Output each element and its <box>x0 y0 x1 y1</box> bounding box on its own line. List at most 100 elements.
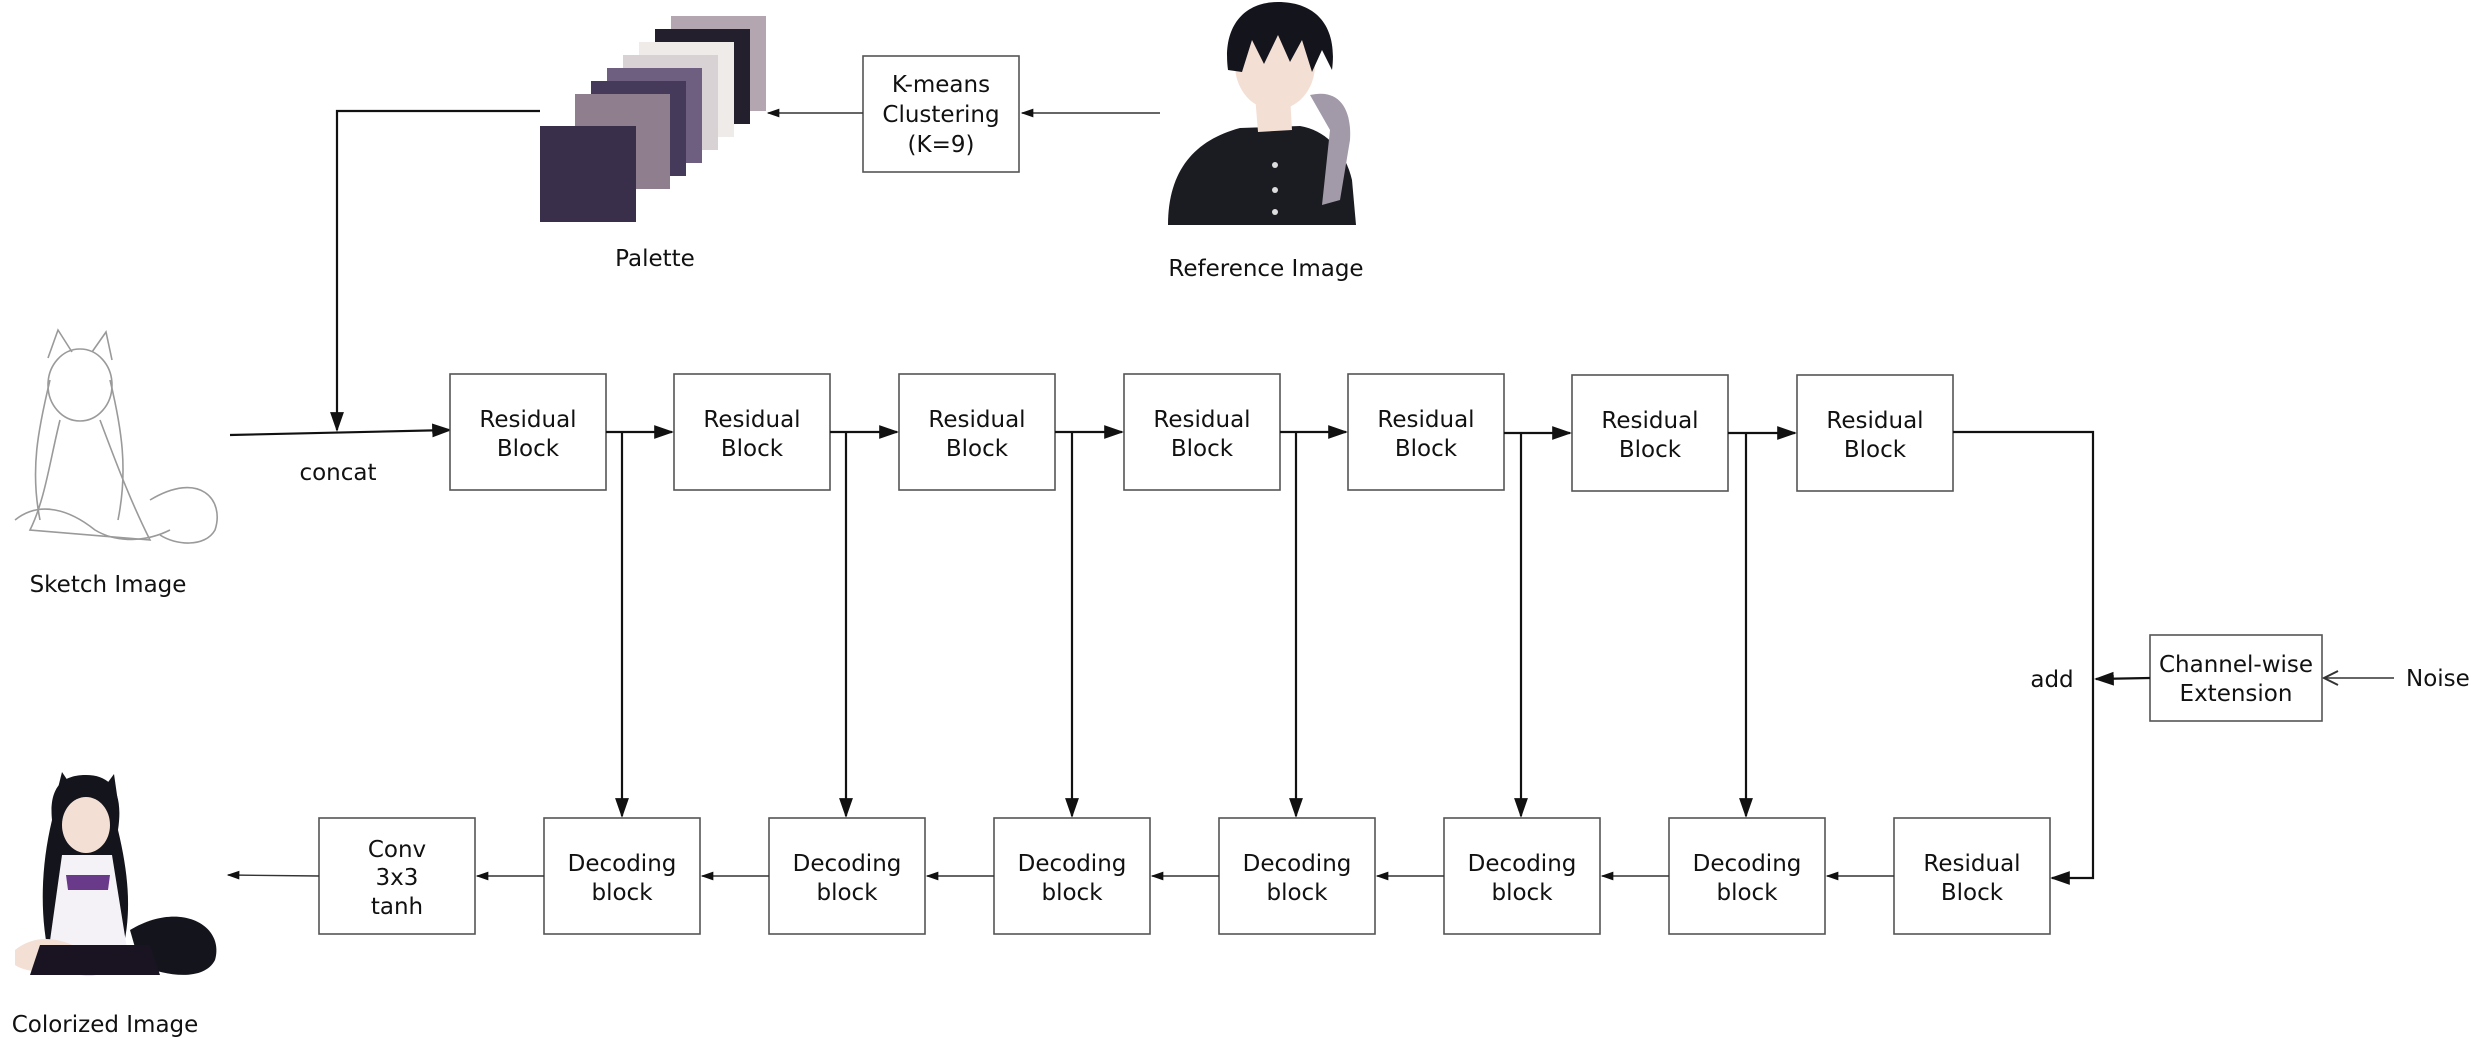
decoder-block-5-line2: block <box>1491 880 1553 906</box>
colorized-face <box>62 797 110 853</box>
decoder-block-6: Decoding block <box>1668 817 1826 935</box>
encoder-block-7-line1: Residual <box>1826 408 1923 434</box>
encoder-block-2-rect <box>673 373 831 491</box>
sketch-head <box>47 348 113 422</box>
decoder-block-4-line2: block <box>1266 880 1328 906</box>
decoder-block-2-rect <box>768 817 926 935</box>
encoder-block-3-rect <box>898 373 1056 491</box>
encoder-block-4-line1: Residual <box>1153 407 1250 433</box>
sketch-hair-left <box>34 379 51 521</box>
arrow-sketch-to-encoder <box>229 423 452 438</box>
colorized-sash <box>66 875 110 890</box>
colorized-skirt <box>30 945 160 975</box>
reference-button <box>1272 209 1278 215</box>
kmeans-line1: K-means <box>892 72 990 98</box>
palette-swatch-1 <box>540 126 636 222</box>
encoder-block-3-line1: Residual <box>928 407 1025 433</box>
decoder-block-4-rect <box>1218 817 1376 935</box>
encoder-block-4-rect <box>1123 373 1281 491</box>
sketch-body <box>28 419 152 541</box>
colorized-image <box>15 772 217 977</box>
encoder-block-5: Residual Block <box>1347 373 1505 491</box>
conv-line2: 3x3 <box>376 865 419 891</box>
sketch-hair-right <box>109 379 124 521</box>
encoder-block-1-line1: Residual <box>479 407 576 433</box>
encoder-block-1: Residual Block <box>449 373 607 491</box>
encoder-block-5-line2: Block <box>1395 436 1458 462</box>
reference-uniform <box>1168 126 1356 225</box>
decoder-block-3-rect <box>993 817 1151 935</box>
decoder-block-6-rect <box>1668 817 1826 935</box>
decoder-block-4: Decoding block <box>1218 817 1376 935</box>
bottleneck-line1: Residual <box>1923 851 2020 877</box>
bottleneck-block: Residual Block <box>1893 817 2051 935</box>
encoder-block-4-line2: Block <box>1171 436 1234 462</box>
kmeans-box <box>862 55 1020 173</box>
concat-label: concat <box>299 460 376 486</box>
conv-output-block: Conv 3x3 tanh <box>318 817 476 935</box>
decoder-block-2: Decoding block <box>768 817 926 935</box>
encoder-block-6: Residual Block <box>1571 374 1729 492</box>
encoder-block-7-line2: Block <box>1844 437 1907 463</box>
encoder-block-7-rect <box>1796 374 1954 492</box>
encoder-block-1-line2: Block <box>497 436 560 462</box>
kmeans-line3: (K=9) <box>908 132 975 158</box>
reference-button <box>1272 162 1278 168</box>
encoder-block-6-line1: Residual <box>1601 408 1698 434</box>
encoder-block-3: Residual Block <box>898 373 1056 491</box>
kmeans-line2: Clustering <box>882 102 999 128</box>
decoder-block-3-line2: block <box>1041 880 1103 906</box>
reference-hair <box>1227 2 1333 72</box>
decoder-row: Conv 3x3 tanh Decoding block Decoding bl… <box>318 817 2051 935</box>
decoder-block-6-line1: Decoding <box>1693 851 1802 877</box>
arrow-encoder-to-bottleneck <box>1953 430 2095 885</box>
decoder-block-1: Decoding block <box>543 817 701 935</box>
reference-image <box>1168 2 1356 225</box>
encoder-block-1-rect <box>449 373 607 491</box>
arrow-palette-to-concat <box>330 109 540 432</box>
noise-label: Noise <box>2406 666 2470 692</box>
sketch-ear-left <box>47 328 73 359</box>
decoder-block-6-line2: block <box>1716 880 1778 906</box>
sketch-label: Sketch Image <box>30 572 187 598</box>
sketch-legs <box>14 508 171 541</box>
decoder-block-5: Decoding block <box>1443 817 1601 935</box>
decoder-block-5-rect <box>1443 817 1601 935</box>
conv-line3: tanh <box>371 894 423 920</box>
reference-label: Reference Image <box>1168 256 1363 282</box>
decoder-block-4-line1: Decoding <box>1243 851 1352 877</box>
reference-scarf <box>1310 93 1351 205</box>
decoder-block-3-line1: Decoding <box>1018 851 1127 877</box>
channel-extension-line1: Channel-wise <box>2159 652 2313 678</box>
decoder-block-1-line1: Decoding <box>568 851 677 877</box>
conv-line1: Conv <box>368 837 426 863</box>
conv-block-rect <box>318 817 476 935</box>
encoder-block-5-rect <box>1347 373 1505 491</box>
sketch-ear-right <box>91 330 113 361</box>
encoder-block-2-line2: Block <box>721 436 784 462</box>
bottleneck-block-rect <box>1893 817 2051 935</box>
decoder-block-3: Decoding block <box>993 817 1151 935</box>
add-label: add <box>2030 667 2073 693</box>
encoder-block-2-line1: Residual <box>703 407 800 433</box>
encoder-block-4: Residual Block <box>1123 373 1281 491</box>
arrow-conv-to-output <box>226 870 320 880</box>
encoder-block-6-line2: Block <box>1619 437 1682 463</box>
sketch-tail <box>149 486 218 544</box>
bottleneck-line2: Block <box>1941 880 2004 906</box>
encoder-block-7: Residual Block <box>1796 374 1954 492</box>
encoder-block-5-line1: Residual <box>1377 407 1474 433</box>
decoder-block-2-line1: Decoding <box>793 851 902 877</box>
channel-extension-line2: Extension <box>2180 681 2293 707</box>
encoder-block-6-rect <box>1571 374 1729 492</box>
encoder-row: Residual Block Residual Block Residual B… <box>449 373 1954 492</box>
reference-button <box>1272 187 1278 193</box>
encoder-block-2: Residual Block <box>673 373 831 491</box>
palette-label: Palette <box>615 246 695 272</box>
decoder-block-2-line2: block <box>816 880 878 906</box>
decoder-block-1-line2: block <box>591 880 653 906</box>
arrow-extension-to-add <box>2094 671 2151 686</box>
decoder-block-1-rect <box>543 817 701 935</box>
sketch-image <box>14 328 218 544</box>
